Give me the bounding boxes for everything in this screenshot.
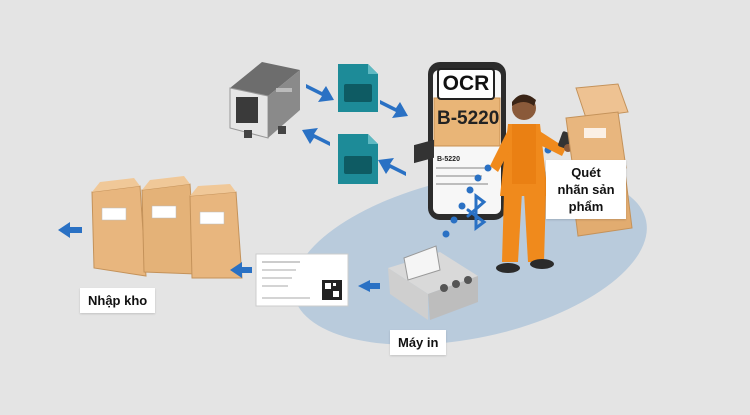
package-code-large: B-5220	[437, 108, 500, 129]
scan-label: Quét nhãn sản phẩm	[546, 160, 626, 219]
worker-icon	[490, 94, 572, 273]
package-code-small: B-5220	[437, 156, 460, 163]
label-sheet	[255, 253, 349, 307]
phone-icon	[428, 62, 506, 220]
printer-icon	[388, 139, 478, 320]
printer-label-text: Máy in	[398, 335, 439, 350]
arrow-icon	[58, 222, 380, 292]
qr-code-icon	[322, 280, 342, 300]
bag-icon	[91, 176, 243, 279]
bluetooth-icon	[466, 193, 487, 231]
printer-label: Máy in	[390, 330, 447, 355]
warehouse-label-text: Nhập kho	[88, 293, 148, 308]
warehouse-label: Nhập kho	[80, 288, 156, 313]
ocr-label: OCR	[437, 68, 495, 100]
arrow-icon	[302, 84, 408, 176]
document-icon	[338, 64, 378, 184]
scan-label-text: Quét nhãn sản phẩm	[557, 165, 615, 214]
server-icon	[229, 62, 300, 139]
